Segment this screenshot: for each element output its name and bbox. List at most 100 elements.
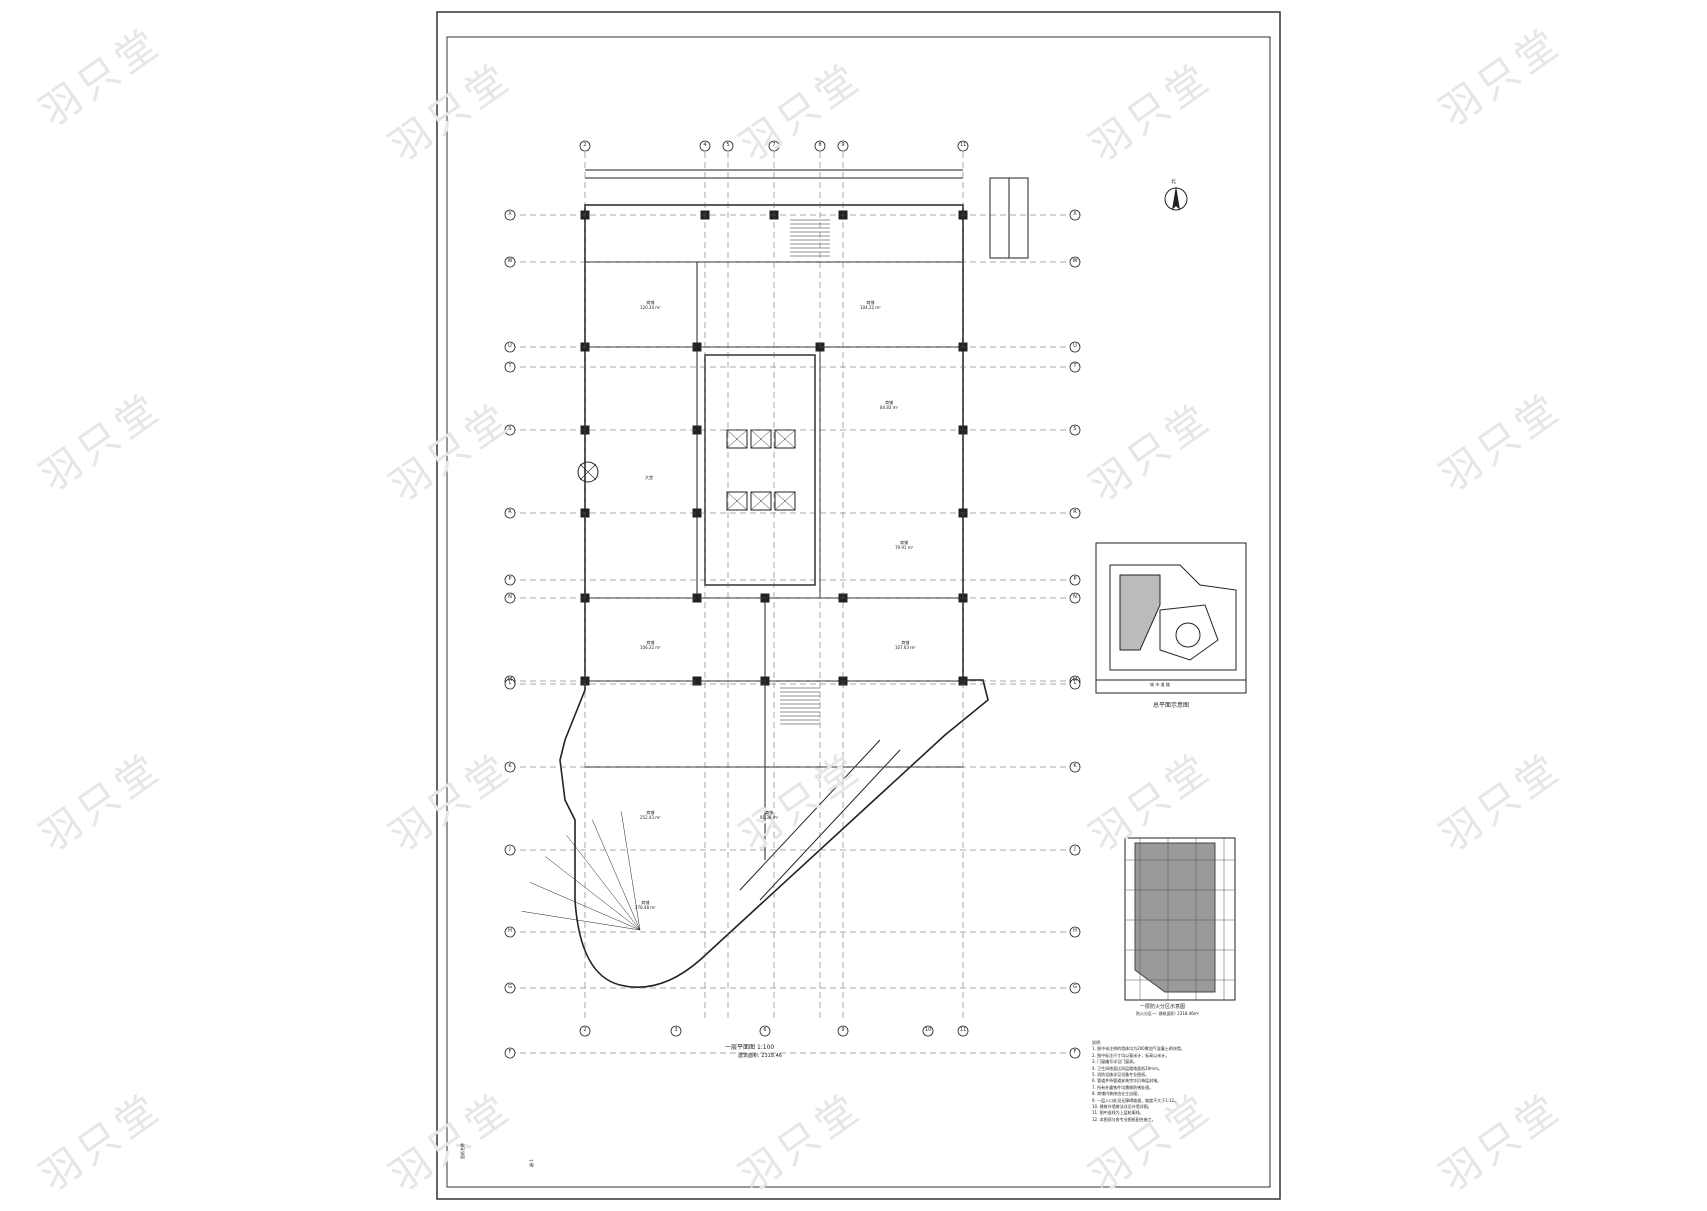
note-line: 2. 图中标注尺寸均以毫米计，标高以米计。 — [1092, 1052, 1170, 1058]
grid-axis-left-label: P — [508, 576, 512, 582]
room-name: 商铺 — [885, 400, 894, 405]
room-area: 106.32 m² — [640, 645, 661, 650]
room-name: 商铺 — [646, 300, 655, 305]
grid-axis-bottom-label: 6 — [763, 1027, 767, 1033]
plan-title: 一层平面图 1:100 — [725, 1044, 775, 1051]
grid-axis-top-label: 8 — [818, 142, 822, 148]
grid-axis-right-label: R — [1073, 509, 1077, 515]
grid-axis-left-label: F — [508, 1049, 512, 1055]
room-area: 107.63 m² — [895, 645, 916, 650]
note-line: 1. 图中未注明的墙体均为200厚加气混凝土砌块墙。 — [1092, 1046, 1185, 1052]
note-line: 3. 门窗编号详见门窗表。 — [1092, 1059, 1138, 1065]
room-name: 商铺 — [646, 640, 655, 645]
grid-axis-bottom-label: 3 — [674, 1027, 678, 1033]
note-line: 6. 管道井待管道安装完毕后每层封堵。 — [1092, 1078, 1162, 1084]
grid-axis-top-label: 4 — [703, 142, 707, 148]
note-line: 10. 建筑外墙做法详见外墙详图。 — [1092, 1104, 1152, 1110]
grid-axis-right-label: W — [1072, 258, 1078, 264]
north-arrow-icon — [1164, 186, 1188, 211]
room-name: 商铺 — [866, 300, 875, 305]
grid-axis-right-label: H — [1073, 928, 1077, 934]
grid-axis-bottom-label: 10 — [925, 1027, 932, 1033]
room-name: 商铺 — [900, 540, 909, 545]
exterior-stair — [989, 177, 1029, 259]
room-area: 120.34 m² — [640, 305, 661, 310]
plan-subtitle: 建筑面积: 2318.46 — [738, 1053, 782, 1059]
grid-axis-bottom-label: 11 — [960, 1027, 967, 1033]
grid-axis-bottom-label: 2 — [583, 1027, 587, 1033]
room-name: 商铺 — [646, 810, 655, 815]
grid-axis-top-label: 9 — [841, 142, 845, 148]
grid-axis-left-label: J — [509, 846, 511, 852]
grid-axis-left-label: M — [507, 677, 513, 683]
note-line: 5. 消防设施详见设备专业图纸。 — [1092, 1072, 1150, 1078]
note-line: 9. 一层入口处设无障碍坡道，坡度不大于1:12。 — [1092, 1097, 1179, 1103]
notes-block: 说明: 1. 图中未注明的墙体均为200厚加气混凝土砌块墙。2. 图中标注尺寸均… — [1092, 1040, 1185, 1123]
fire-zone-subcaption: 防火分区一: 建筑面积: 2318.46m² — [1136, 1011, 1200, 1016]
grid-axis-left-label: H — [508, 928, 512, 934]
grid-axis-right-label: S — [1073, 426, 1077, 432]
grid-axis-left-label: W — [507, 258, 513, 264]
north-label: 北 — [1171, 179, 1177, 185]
grid-axis-top-label: 11 — [960, 142, 967, 148]
fire-zone-caption: 一层防火分区示意图 — [1140, 1004, 1186, 1010]
grid-axis-right-label: X — [1073, 211, 1077, 217]
grid-axis-right-label: K — [1073, 763, 1077, 769]
grid-axis-bottom-label: 9 — [841, 1027, 845, 1033]
grid-axis-right-label: N — [1073, 594, 1077, 600]
fire-zone-inset — [1124, 837, 1236, 1001]
grid-axis-left-label: U — [508, 343, 512, 349]
room-area: 252.43 m² — [640, 815, 661, 820]
site-plan-inset — [1095, 542, 1247, 694]
room-name: 商铺 — [641, 900, 650, 905]
grid-axis-top-label: 2 — [583, 142, 587, 148]
room-area: 84.83 m² — [880, 405, 899, 410]
grid-axis-right-label: L — [1073, 680, 1077, 686]
grid-axis-right-label: M — [1072, 677, 1078, 683]
grid-axis-right-label: G — [1073, 984, 1077, 990]
room-name: 大堂 — [645, 475, 653, 480]
grid-axis-left-label: S — [508, 426, 512, 432]
note-line: 8. 商铺内装修由业主自理。 — [1092, 1091, 1142, 1097]
grid-axis-left-label: X — [508, 211, 512, 217]
grid-axis-left-label: R — [508, 509, 512, 515]
grid-axis-top-label: 7 — [772, 142, 776, 148]
room-name: 商铺 — [765, 810, 774, 815]
grid-axis-left-label: T — [508, 363, 512, 369]
sheet-side-text: 图纸名称 — [460, 1143, 465, 1159]
room-name: 商铺 — [901, 640, 910, 645]
inner-frame — [446, 36, 1271, 1188]
room-area: 278.48 m² — [635, 905, 656, 910]
note-line: 11. 图中虚线为上层轮廓线。 — [1092, 1110, 1144, 1116]
grid-axis-left-label: G — [508, 984, 512, 990]
grid-axis-left-label: K — [508, 763, 512, 769]
site-plan-caption: 总平面示意图 — [1153, 702, 1190, 709]
room-label: 大堂 — [645, 475, 653, 480]
notes-title: 说明: — [1092, 1040, 1102, 1045]
note-line: 7. 所有外露铁件均需做防锈处理。 — [1092, 1084, 1154, 1090]
grid-axis-top-label: 5 — [726, 142, 730, 148]
note-line: 4. 卫生间地面比同层楼地面低20mm。 — [1092, 1065, 1162, 1071]
sheet-number: 建-1 — [529, 1159, 534, 1167]
grid-axis-left-label: L — [508, 680, 512, 686]
outer-frame — [436, 11, 1281, 1200]
grid-axis-left-label: N — [508, 594, 512, 600]
room-area: 79.91 m² — [895, 545, 914, 550]
room-area: 104.22 m² — [860, 305, 881, 310]
grid-axis-right-label: F — [1073, 1049, 1077, 1055]
grid-axis-right-label: T — [1073, 363, 1077, 369]
note-line: 12. 本图须与各专业图纸配合施工。 — [1092, 1116, 1156, 1122]
grid-axis-right-label: P — [1073, 576, 1077, 582]
road-label: 城 市 道 路 — [1150, 682, 1170, 687]
